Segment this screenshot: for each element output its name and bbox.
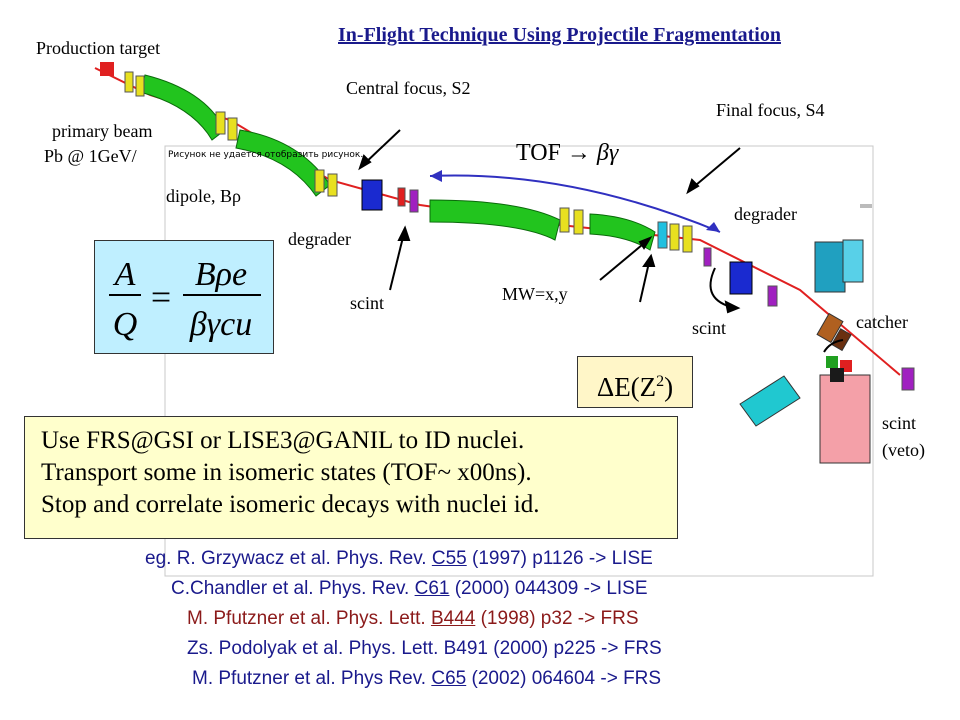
reference-item: C.Chandler et al. Phys. Rev. C61 (2000) … — [171, 578, 648, 599]
label-degrader-right: degrader — [734, 204, 797, 224]
gamma-detector-stack — [819, 356, 871, 464]
reference-item: M. Pfutzner et al. Phys Rev. C65 (2002) … — [192, 668, 662, 689]
label-catcher: catcher — [856, 312, 908, 332]
info-line: Use FRS@GSI or LISE3@GANIL to ID nuclei. — [41, 427, 525, 454]
formula-rhs-num: Bρe — [195, 256, 247, 293]
image-error-message: Рисунок не удается отобразить рисунок. — [168, 150, 364, 160]
info-line: Transport some in isomeric states (TOF~ … — [41, 459, 532, 486]
mass-to-charge-formula: A Q = Bρe βγcu — [109, 256, 261, 343]
detector-s2 — [409, 189, 419, 213]
dipole-magnet-3 — [429, 199, 561, 241]
degrader-s4 — [729, 261, 753, 295]
dipole-magnet-4 — [589, 213, 656, 251]
label-scint-left: scint — [350, 293, 384, 313]
scint-veto — [901, 367, 915, 391]
scint-s4-2 — [767, 285, 778, 307]
production-target — [100, 62, 114, 76]
label-pointers — [358, 129, 844, 353]
quadrupole-s4 — [669, 223, 680, 251]
formula-lhs-den: Q — [113, 306, 138, 343]
gamma-detector-lower — [739, 375, 801, 427]
label-production-target: Production target — [36, 38, 161, 58]
tof-path-arrow — [429, 174, 721, 233]
label-primary-beam: primary beam — [52, 121, 153, 141]
label-mw: MW=x,y — [502, 284, 568, 304]
rho-symbol: ρ — [232, 186, 241, 206]
label-final-focus: Final focus, S4 — [716, 100, 825, 120]
formula-box: A Q = Bρe βγcu — [94, 240, 274, 354]
arrow-icon: → — [566, 140, 591, 166]
catcher — [816, 312, 852, 352]
label-dipole: dipole, Bρ — [166, 186, 241, 206]
label-veto: (veto) — [882, 440, 925, 460]
info-box: Use FRS@GSI or LISE3@GANIL to ID nuclei.… — [24, 416, 678, 539]
reference-item: eg. R. Grzywacz et al. Phys. Rev. C55 (1… — [145, 548, 653, 569]
mw-detector — [657, 221, 668, 249]
formula-lhs-num: A — [113, 256, 136, 293]
gamma-detector-upper — [814, 239, 864, 293]
scint-s2 — [397, 187, 406, 207]
formula-rhs-den: βγcu — [189, 306, 252, 343]
delta-e-box: ΔE(Z2) — [577, 356, 693, 408]
formula-equals: = — [151, 277, 171, 317]
quadrupole-group-2 — [314, 169, 338, 197]
reference-item: M. Pfutzner et al. Phys. Lett. B444 (199… — [187, 608, 639, 629]
references-list: eg. R. Grzywacz et al. Phys. Rev. C55 (1… — [145, 544, 662, 694]
image-frame — [164, 145, 874, 577]
dipole-magnet-1 — [139, 74, 226, 141]
slide-title: In-Flight Technique Using Projectile Fra… — [338, 24, 781, 46]
tof-annotation: TOF → βγ — [516, 140, 619, 166]
quadrupole-group-1 — [124, 71, 238, 141]
degrader-s2 — [361, 179, 383, 211]
reference-item: Zs. Podolyak et al. Phys. Lett. B491 (20… — [187, 638, 662, 659]
label-scint-right: scint — [692, 318, 726, 338]
info-line: Stop and correlate isomeric decays with … — [41, 491, 540, 518]
label-primary-beam-energy: Pb @ 1GeV/ — [44, 146, 137, 166]
quadrupole-group-3 — [559, 207, 584, 235]
label-scint-veto: scint — [882, 413, 916, 433]
label-central-focus: Central focus, S2 — [346, 78, 471, 98]
scint-s4-1 — [703, 247, 712, 267]
label-degrader-left: degrader — [288, 229, 351, 249]
